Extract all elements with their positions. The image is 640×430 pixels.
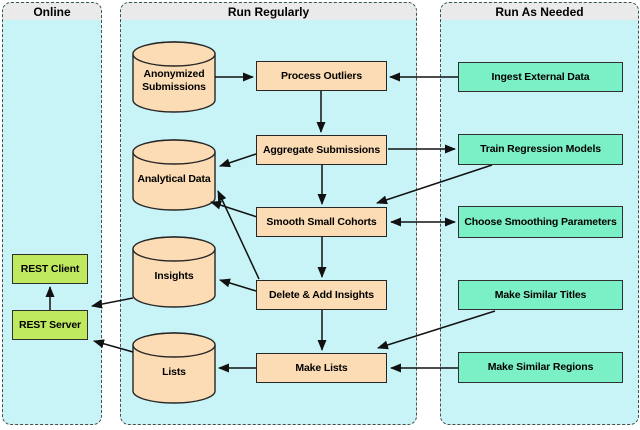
node-analytical-data-label: Analytical Data xyxy=(137,172,211,185)
cylinder-lists xyxy=(132,332,216,404)
container-online-title: Online xyxy=(33,4,71,19)
container-online-header: Online xyxy=(3,3,101,20)
edge-insights-to-rest-server xyxy=(91,297,134,309)
node-train-regression-models-label: Train Regression Models xyxy=(480,143,601,156)
edge-delete-to-analytical xyxy=(217,190,260,280)
node-train-regression-models: Train Regression Models xyxy=(458,134,623,165)
node-lists-label: Lists xyxy=(162,365,186,378)
node-insights-label: Insights xyxy=(154,269,194,282)
node-smooth-small-cohorts: Smooth Small Cohorts xyxy=(256,207,387,237)
node-delete-add-insights: Delete & Add Insights xyxy=(256,280,387,310)
container-online: Online xyxy=(2,2,102,425)
edge-smooth-to-analytical xyxy=(210,200,258,218)
node-aggregate-submissions-label: Aggregate Submissions xyxy=(262,143,381,156)
edge-similar-titles-to-make-lists xyxy=(377,310,496,350)
container-run-as-needed-title: Run As Needed xyxy=(495,4,584,19)
node-process-outliers-label: Process Outliers xyxy=(280,69,363,82)
node-delete-add-insights-label: Delete & Add Insights xyxy=(269,288,374,301)
edge-aggregate-to-analytical xyxy=(219,153,257,168)
node-rest-server-label: REST Server xyxy=(19,318,81,331)
node-anonymized-submissions-label: Anonymized Submissions xyxy=(142,68,206,93)
node-rest-client-label: REST Client xyxy=(20,262,80,275)
node-make-similar-titles: Make Similar Titles xyxy=(458,280,623,310)
edge-train-to-smooth xyxy=(376,164,493,205)
node-make-lists-label: Make Lists xyxy=(295,361,348,374)
node-ingest-external-data-label: Ingest External Data xyxy=(491,70,590,83)
node-make-similar-regions: Make Similar Regions xyxy=(458,352,623,383)
node-aggregate-submissions: Aggregate Submissions xyxy=(256,135,387,165)
node-make-similar-titles-label: Make Similar Titles xyxy=(494,288,587,301)
cylinder-insights xyxy=(132,236,216,308)
container-run-regularly-title: Run Regularly xyxy=(227,4,310,19)
node-ingest-external-data: Ingest External Data xyxy=(458,62,623,92)
edge-delete-to-insights xyxy=(219,278,257,292)
node-process-outliers: Process Outliers xyxy=(256,61,387,91)
node-choose-smoothing-parameters-label: Choose Smoothing Parameters xyxy=(464,215,617,228)
node-smooth-small-cohorts-label: Smooth Small Cohorts xyxy=(266,215,377,228)
node-choose-smoothing-parameters: Choose Smoothing Parameters xyxy=(458,206,623,238)
container-run-regularly-header: Run Regularly xyxy=(121,3,416,20)
edge-lists-to-rest-server xyxy=(93,339,134,353)
node-rest-server: REST Server xyxy=(12,310,88,340)
node-rest-client: REST Client xyxy=(12,254,88,284)
node-make-lists: Make Lists xyxy=(256,353,387,383)
cylinder-analytical-data xyxy=(132,139,216,211)
container-run-as-needed-header: Run As Needed xyxy=(441,3,638,20)
cylinder-anonymized-submissions xyxy=(132,41,216,113)
node-make-similar-regions-label: Make Similar Regions xyxy=(487,361,594,374)
